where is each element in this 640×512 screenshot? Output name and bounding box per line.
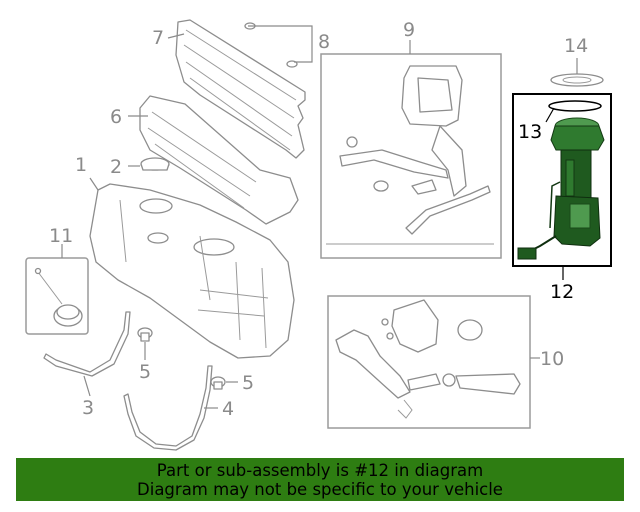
callout-2: 2 bbox=[110, 156, 122, 178]
part-14-seal[interactable] bbox=[550, 73, 604, 87]
part-5-bolt-lower[interactable] bbox=[210, 376, 226, 390]
callout-11: 11 bbox=[49, 225, 73, 247]
callout-10: 10 bbox=[540, 348, 564, 370]
banner-line-2: Diagram may not be specific to your vehi… bbox=[137, 480, 503, 499]
callout-5-upper: 5 bbox=[139, 361, 151, 383]
callout-4: 4 bbox=[222, 398, 234, 420]
part-11-fuel-cap-box[interactable] bbox=[25, 257, 89, 335]
part-9-box[interactable] bbox=[320, 53, 502, 259]
callout-9: 9 bbox=[403, 19, 415, 41]
callout-7: 7 bbox=[152, 27, 164, 49]
callout-12: 12 bbox=[550, 281, 574, 303]
part-12-fuel-pump-module[interactable] bbox=[517, 117, 605, 260]
part-5-bolt-upper[interactable] bbox=[137, 327, 153, 342]
part-7-heat-shield[interactable] bbox=[175, 19, 306, 159]
part-4-strap[interactable] bbox=[123, 365, 213, 451]
part-10-box[interactable] bbox=[327, 295, 531, 429]
part-13-o-ring[interactable] bbox=[548, 100, 602, 112]
callout-5-lower: 5 bbox=[242, 372, 254, 394]
callout-8: 8 bbox=[318, 31, 330, 53]
banner-line-1: Part or sub-assembly is #12 in diagram bbox=[156, 461, 484, 480]
part-3-strap[interactable] bbox=[43, 311, 131, 377]
callout-3: 3 bbox=[82, 397, 94, 419]
part-12-fuel-pump-module-box[interactable] bbox=[512, 93, 612, 267]
part-2-nut[interactable] bbox=[140, 157, 170, 171]
part-6-heat-shield[interactable] bbox=[139, 95, 299, 225]
callout-14: 14 bbox=[564, 35, 588, 57]
callout-13: 13 bbox=[518, 121, 542, 143]
callout-6: 6 bbox=[110, 106, 122, 128]
leader-lines bbox=[61, 25, 578, 409]
callout-1: 1 bbox=[75, 154, 87, 176]
info-banner: Part or sub-assembly is #12 in diagram D… bbox=[16, 458, 624, 501]
part-1-fuel-tank[interactable] bbox=[89, 183, 295, 359]
